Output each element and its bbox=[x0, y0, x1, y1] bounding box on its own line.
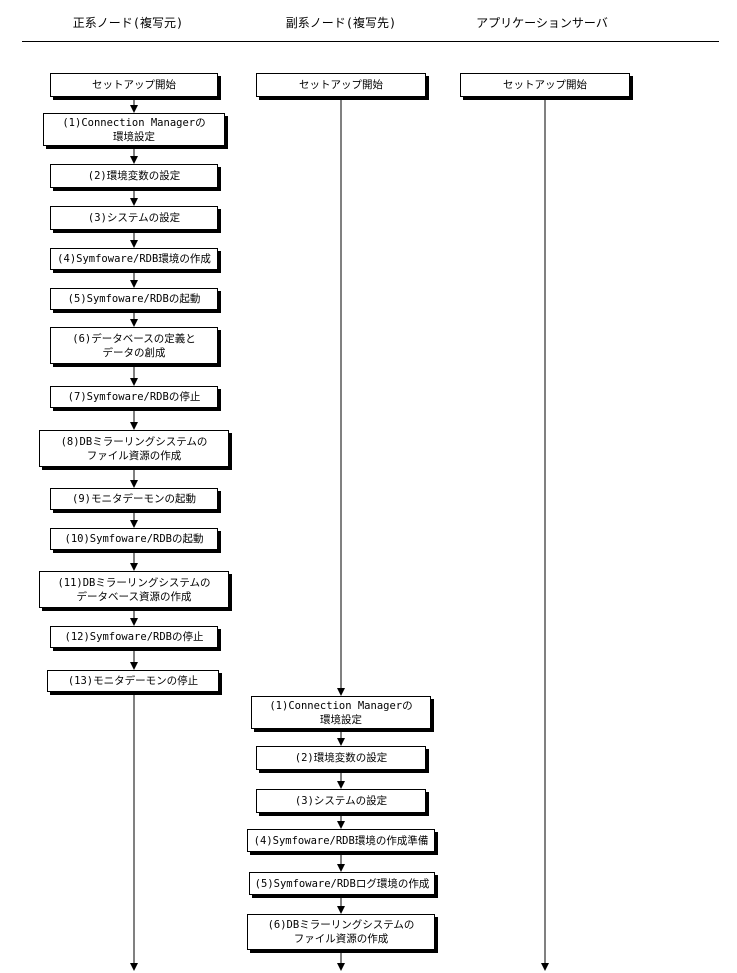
step-label: (3)システムの設定 bbox=[87, 212, 181, 224]
step-label: (13)モニタデーモンの停止 bbox=[67, 675, 199, 687]
step-box: セットアップ開始 bbox=[460, 73, 630, 97]
step-box: (12)Symfoware/RDBの停止 bbox=[50, 626, 218, 648]
step-box: (10)Symfoware/RDBの起動 bbox=[50, 528, 218, 550]
step-box: セットアップ開始 bbox=[50, 73, 218, 97]
step-label: (2)環境変数の設定 bbox=[294, 752, 388, 764]
step-box: (5)Symfoware/RDBログ環境の作成 bbox=[249, 872, 435, 895]
step-box: (1)Connection Managerの環境設定 bbox=[43, 113, 225, 146]
step-box: (4)Symfoware/RDB環境の作成 bbox=[50, 248, 218, 270]
step-box: (9)モニタデーモンの起動 bbox=[50, 488, 218, 510]
step-label: (8)DBミラーリングシステムの bbox=[60, 435, 208, 448]
step-label: (1)Connection Managerの bbox=[269, 699, 413, 712]
step-box: (4)Symfoware/RDB環境の作成準備 bbox=[247, 829, 435, 852]
step-label: セットアップ開始 bbox=[299, 79, 383, 91]
step-label: (6)DBミラーリングシステムの bbox=[267, 919, 415, 931]
step-label: (6)データベースの定義と bbox=[72, 332, 196, 345]
step-box: (2)環境変数の設定 bbox=[256, 746, 426, 770]
step-label: 環境設定 bbox=[113, 130, 155, 143]
step-label: (5)Symfoware/RDBの起動 bbox=[67, 293, 201, 305]
step-label: セットアップ開始 bbox=[503, 79, 587, 91]
step-label: ファイル資源の作成 bbox=[293, 933, 389, 945]
step-label: セットアップ開始 bbox=[92, 79, 176, 91]
step-label: (4)Symfoware/RDB環境の作成準備 bbox=[253, 834, 429, 847]
step-label: (2)環境変数の設定 bbox=[87, 170, 181, 182]
step-box: (3)システムの設定 bbox=[50, 206, 218, 230]
step-box: (11)DBミラーリングシステムのデータベース資源の作成 bbox=[39, 571, 229, 608]
step-box: (7)Symfoware/RDBの停止 bbox=[50, 386, 218, 408]
step-label: (3)システムの設定 bbox=[294, 795, 388, 807]
step-box: (1)Connection Managerの環境設定 bbox=[251, 696, 431, 729]
step-box: (2)環境変数の設定 bbox=[50, 164, 218, 188]
step-label: (10)Symfoware/RDBの起動 bbox=[64, 533, 204, 545]
header-rule bbox=[22, 41, 719, 42]
step-box: (3)システムの設定 bbox=[256, 789, 426, 813]
header-primary-node: 正系ノード(複写元) bbox=[72, 16, 184, 30]
step-box: セットアップ開始 bbox=[256, 73, 426, 97]
step-box: (13)モニタデーモンの停止 bbox=[47, 670, 219, 692]
step-label: (5)Symfoware/RDBログ環境の作成 bbox=[254, 877, 430, 890]
step-label: (1)Connection Managerの bbox=[62, 116, 206, 129]
step-label: データの創成 bbox=[102, 346, 166, 359]
step-label: (7)Symfoware/RDBの停止 bbox=[67, 391, 201, 403]
step-label: (12)Symfoware/RDBの停止 bbox=[64, 631, 204, 643]
header-secondary-node: 副系ノード(複写先) bbox=[285, 16, 397, 30]
step-label: (11)DBミラーリングシステムの bbox=[57, 576, 211, 589]
step-box: (6)DBミラーリングシステムのファイル資源の作成 bbox=[247, 914, 435, 950]
step-label: (9)モニタデーモンの起動 bbox=[72, 493, 196, 505]
step-box: (8)DBミラーリングシステムのファイル資源の作成 bbox=[39, 430, 229, 467]
step-label: データベース資源の作成 bbox=[76, 590, 192, 603]
step-box: (5)Symfoware/RDBの起動 bbox=[50, 288, 218, 310]
step-label: ファイル資源の作成 bbox=[86, 449, 182, 462]
step-box: (6)データベースの定義とデータの創成 bbox=[50, 327, 218, 364]
step-label: (4)Symfoware/RDB環境の作成 bbox=[57, 253, 211, 265]
header-application-server: アプリケーションサーバ bbox=[476, 16, 608, 30]
step-label: 環境設定 bbox=[320, 713, 362, 726]
